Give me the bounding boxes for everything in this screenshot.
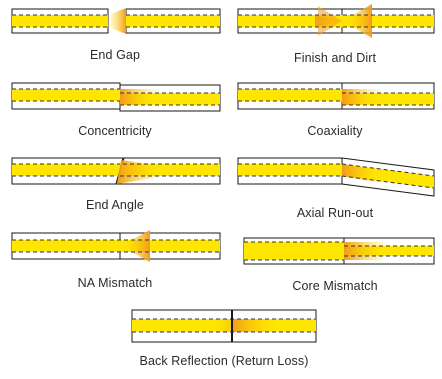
caption-finish-and-dirt: Finish and Dirt (293, 51, 377, 65)
back-reflection-diagram (131, 309, 317, 343)
axial-run-out-diagram (237, 157, 435, 197)
caption-back-reflection: Back Reflection (Return Loss) (139, 354, 309, 368)
caption-na-mismatch: NA Mismatch (77, 276, 153, 290)
caption-concentricity: Concentricity (78, 124, 152, 138)
caption-axial-run-out: Axial Run-out (296, 206, 374, 220)
core-mismatch-diagram (243, 237, 435, 265)
caption-end-angle: End Angle (86, 198, 144, 212)
na-mismatch-diagram (11, 230, 221, 262)
caption-coaxiality: Coaxiality (307, 124, 363, 138)
finish-and-dirt-diagram (237, 4, 435, 38)
coaxiality-diagram (237, 82, 435, 110)
end-angle-diagram (11, 157, 221, 185)
caption-end-gap: End Gap (89, 48, 141, 62)
concentricity-diagram (11, 82, 221, 112)
caption-core-mismatch: Core Mismatch (292, 279, 378, 293)
end-gap-diagram (11, 8, 221, 34)
